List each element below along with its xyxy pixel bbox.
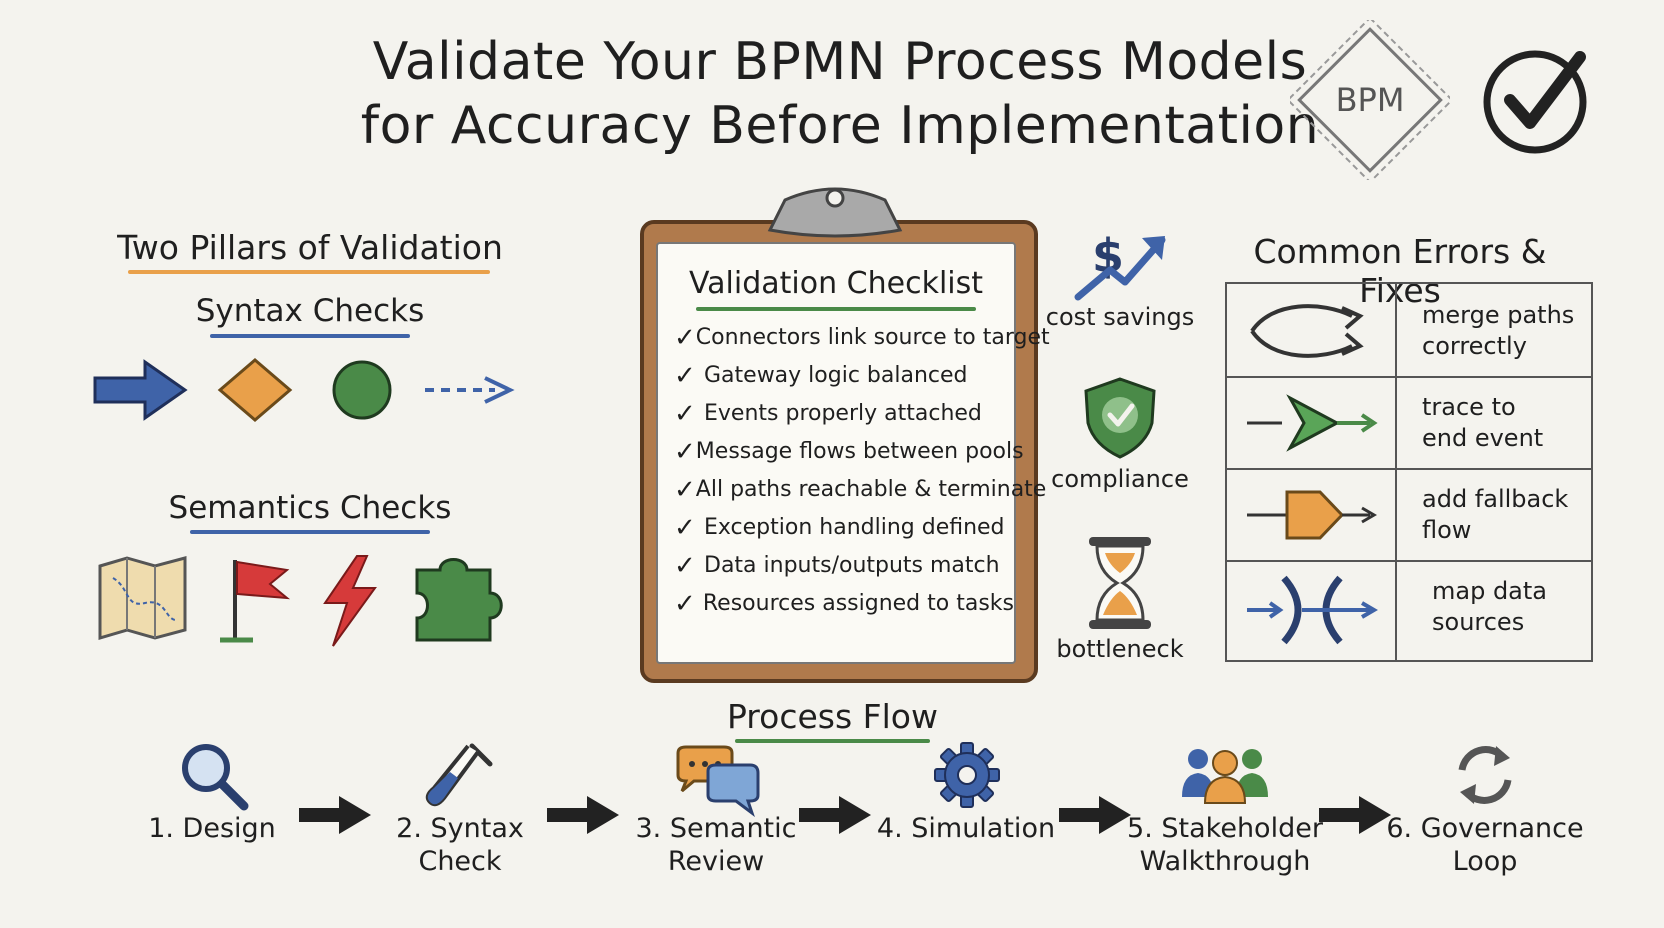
checklist-item: ✓Connectors link source to target xyxy=(674,319,1050,357)
check-icon: ✓ xyxy=(674,361,696,391)
step-label-governance-loop: 6. Governance Loop xyxy=(1386,813,1584,877)
map-icon xyxy=(98,556,187,641)
circle-event-icon xyxy=(332,360,392,420)
test-tube-icon xyxy=(424,740,496,816)
check-icon: ✓ xyxy=(674,475,696,505)
fix-label: trace to end event xyxy=(1422,393,1544,452)
benefit-label-bottleneck: bottleneck xyxy=(1056,635,1184,663)
check-icon: ✓ xyxy=(674,399,696,429)
semantics-heading: Semantics Checks xyxy=(168,490,452,526)
step-label-simulation: 4. Simulation xyxy=(876,813,1056,844)
flow-arrow-icon xyxy=(1315,790,1395,844)
errors-table: merge paths correctly trace to end event… xyxy=(1225,282,1593,662)
flow-arrow-icon xyxy=(1055,790,1135,844)
check-icon: ✓ xyxy=(674,323,696,353)
errors-table-rule xyxy=(1227,560,1591,562)
dashed-arrow-icon xyxy=(425,376,515,404)
step-label-syntax-check: 2. Syntax Check xyxy=(396,813,524,877)
check-icon: ✓ xyxy=(674,589,696,619)
syntax-heading: Syntax Checks xyxy=(195,293,425,329)
lightning-icon xyxy=(323,555,377,647)
fix-label: map data sources xyxy=(1432,577,1548,636)
gear-icon xyxy=(932,740,1002,814)
fix-label: merge paths correctly xyxy=(1422,301,1575,360)
title-line-2: for Accuracy Before Implementation xyxy=(360,96,1320,156)
checklist-paper: Validation Checklist ✓Connectors link so… xyxy=(656,242,1050,664)
fallback-flow-icon xyxy=(1242,480,1382,554)
hourglass-icon xyxy=(1085,533,1155,633)
flow-arrow-icon xyxy=(795,790,875,844)
clipboard-clip xyxy=(745,180,925,250)
check-icon: ✓ xyxy=(674,437,696,467)
puzzle-icon xyxy=(415,558,503,642)
process-flow-heading: Process Flow xyxy=(726,697,938,736)
check-icon: ✓ xyxy=(674,551,696,581)
checklist-item: ✓Data inputs/outputs match xyxy=(674,547,1014,585)
step-label-stakeholder-walkthrough: 5. Stakeholder Walkthrough xyxy=(1127,813,1323,877)
step-label-design: 1. Design xyxy=(148,813,276,844)
magnifier-icon xyxy=(178,740,250,816)
syntax-icons xyxy=(90,350,530,430)
title-line-1: Validate Your BPMN Process Models xyxy=(372,32,1308,92)
step-label-semantic-review: 3. Semantic Review xyxy=(635,813,797,877)
errors-table-rule xyxy=(1227,468,1591,470)
benefit-label-cost: cost savings xyxy=(1045,303,1195,331)
process-flow-underline xyxy=(735,739,930,743)
pillars-underline xyxy=(128,270,490,274)
checklist-item: ✓Gateway logic balanced xyxy=(674,357,1014,395)
bpm-badge-text: BPM xyxy=(1336,81,1405,119)
shield-check-icon xyxy=(1080,375,1160,460)
page-title: Validate Your BPMN Process Models for Ac… xyxy=(300,30,1380,158)
checklist-heading: Validation Checklist xyxy=(688,266,984,301)
semantics-underline xyxy=(190,530,430,534)
checklist-underline xyxy=(696,307,976,311)
checklist-item: ✓Events properly attached xyxy=(674,395,1014,433)
merge-paths-icon xyxy=(1242,296,1382,370)
flow-arrow-icon xyxy=(543,790,623,844)
speech-bubbles-icon xyxy=(672,745,762,821)
benefit-label-compliance: compliance xyxy=(1051,465,1189,493)
refresh-icon xyxy=(1450,740,1520,814)
fix-label: add fallback flow xyxy=(1422,485,1569,544)
checklist-item: ✓Resources assigned to tasks xyxy=(674,585,1014,623)
syntax-underline xyxy=(210,334,410,338)
bpm-badge: BPM xyxy=(1286,16,1454,184)
semantics-icons xyxy=(95,548,535,648)
people-icon xyxy=(1180,745,1270,809)
diamond-gateway-icon xyxy=(217,358,293,422)
checklist-item: ✓Exception handling defined xyxy=(674,509,1014,547)
pillars-heading: Two Pillars of Validation xyxy=(117,228,503,267)
errors-table-rule xyxy=(1227,376,1591,378)
flow-arrow-icon xyxy=(295,790,375,844)
errors-table-divider xyxy=(1395,284,1397,660)
errors-heading: Common Errors & Fixes xyxy=(1253,232,1547,310)
arrow-icon xyxy=(93,359,188,421)
check-badge-icon xyxy=(1480,45,1595,155)
checklist-item: ✓All paths reachable & terminate xyxy=(674,471,1046,509)
flag-icon xyxy=(220,560,291,643)
trace-end-icon xyxy=(1242,388,1382,462)
checklist-item: ✓Message flows between pools xyxy=(674,433,1024,471)
check-icon: ✓ xyxy=(674,513,696,543)
checklist-items: ✓Connectors link source to target ✓Gatew… xyxy=(658,319,1050,623)
dollar-growth-icon: $ xyxy=(1070,222,1170,302)
map-data-icon xyxy=(1242,572,1382,652)
